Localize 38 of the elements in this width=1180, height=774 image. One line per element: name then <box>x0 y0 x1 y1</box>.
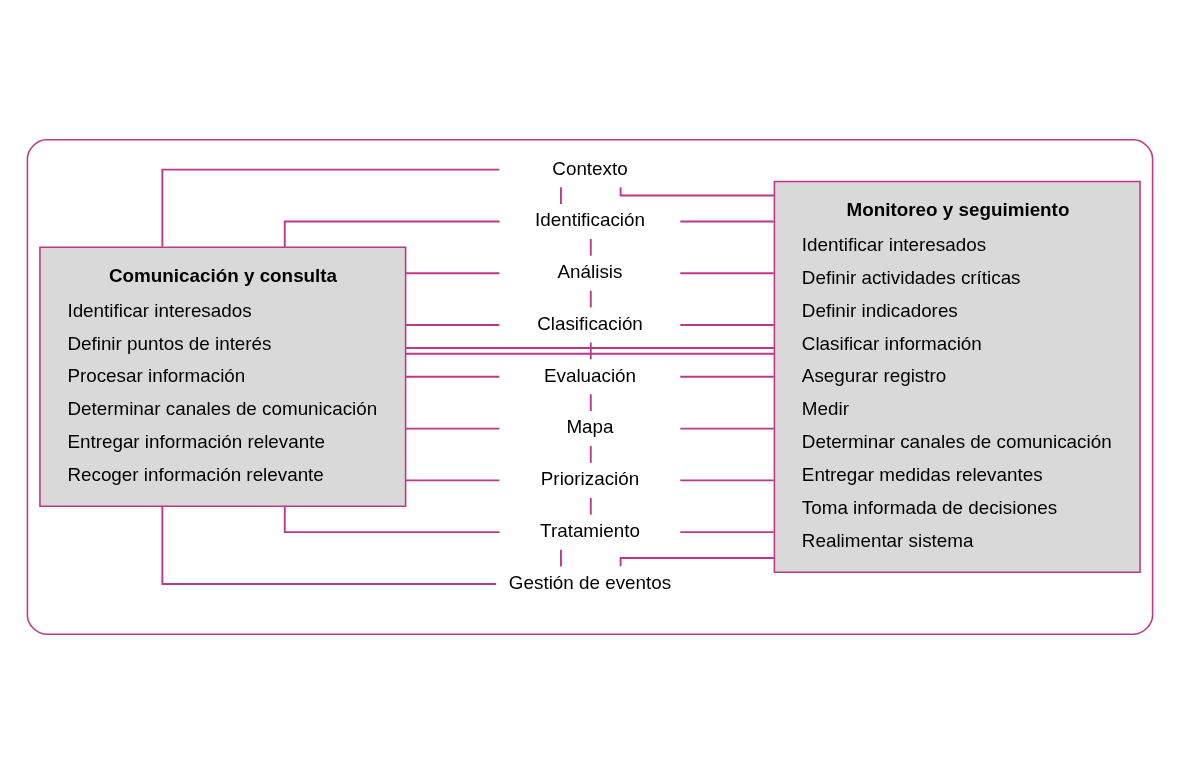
connector <box>589 238 592 257</box>
connector <box>404 427 501 430</box>
connector <box>283 220 501 249</box>
connector <box>283 505 501 534</box>
connector <box>589 445 592 464</box>
node-text: Identificación <box>535 209 645 231</box>
connector <box>161 505 498 585</box>
node-text: Mapa <box>566 416 614 438</box>
connector <box>404 479 501 482</box>
connector <box>404 375 501 378</box>
connector <box>589 496 592 516</box>
node-box: Monitoreo y seguimiento Identificar interesados Definir actividades críticas Definir indicadores Clasificar información Asegurar registro Medir Determinar canales de comunicación Entregar medidas relevantes Toma informada de decisiones Realimentar sistema <box>773 180 1141 573</box>
connector <box>679 427 775 430</box>
connector <box>404 347 775 349</box>
connector <box>404 324 501 326</box>
node-text: Clasificación <box>537 312 643 334</box>
connector <box>404 352 775 355</box>
connector <box>679 531 775 534</box>
node-text: Gestión de eventos <box>508 571 672 593</box>
cluster <box>26 139 1154 635</box>
connector <box>679 479 775 482</box>
connector <box>404 272 501 275</box>
node-text: Evaluación <box>543 364 637 386</box>
connector <box>161 168 501 248</box>
connector <box>589 341 592 361</box>
connector <box>679 375 775 378</box>
connector <box>679 220 775 223</box>
node-box: Comunicación y consulta Identificar interesados Definir puntos de interés Procesar información Determinar canales de comunicación Entregar información relevante Recoger información relevante <box>39 246 407 508</box>
node-text: Tratamiento <box>540 520 640 542</box>
node-text: Análisis <box>557 261 623 283</box>
connector <box>589 393 592 412</box>
connector <box>679 272 775 275</box>
node-text: Contexto <box>552 157 628 179</box>
connector <box>560 548 562 568</box>
node-text: Priorización <box>540 468 640 490</box>
connector <box>589 289 592 309</box>
connector <box>679 324 775 326</box>
connector <box>560 186 562 205</box>
